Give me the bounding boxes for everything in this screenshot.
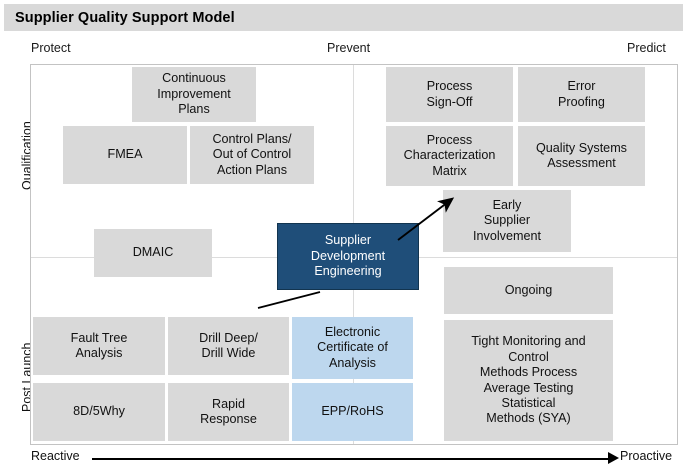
box-epp-rohs[interactable]: EPP/RoHS [292, 383, 413, 441]
box-tight-monitoring-and-control[interactable]: Tight Monitoring and Control Methods Pro… [444, 320, 613, 441]
box-electronic-certificate-of-analysis[interactable]: Electronic Certificate of Analysis [292, 317, 413, 379]
column-header-protect: Protect [31, 41, 71, 55]
axis-label-proactive: Proactive [620, 449, 673, 463]
page-title: Supplier Quality Support Model [15, 9, 235, 26]
box-supplier-development-engineering[interactable]: Supplier Development Engineering [277, 223, 419, 290]
box-8d-5why[interactable]: 8D/5Why [33, 383, 165, 441]
axis-arrowhead-icon [608, 452, 619, 464]
box-fault-tree-analysis[interactable]: Fault Tree Analysis [33, 317, 165, 375]
box-rapid-response[interactable]: Rapid Response [168, 383, 289, 441]
box-control-plans-out-of-control-action-plans[interactable]: Control Plans/ Out of Control Action Pla… [190, 126, 314, 184]
axis-line [92, 458, 610, 460]
box-continuous-improvement-plans[interactable]: Continuous Improvement Plans [132, 67, 256, 122]
box-fmea[interactable]: FMEA [63, 126, 187, 184]
title-bar: Supplier Quality Support Model [4, 4, 683, 31]
box-drill-deep-drill-wide[interactable]: Drill Deep/ Drill Wide [168, 317, 289, 375]
column-header-predict: Predict [627, 41, 666, 55]
box-process-sign-off[interactable]: Process Sign-Off [386, 67, 513, 122]
box-error-proofing[interactable]: Error Proofing [518, 67, 645, 122]
box-ongoing[interactable]: Ongoing [444, 267, 613, 314]
box-process-characterization-matrix[interactable]: Process Characterization Matrix [386, 126, 513, 186]
column-header-prevent: Prevent [327, 41, 371, 55]
box-dmaic[interactable]: DMAIC [94, 229, 212, 277]
axis-label-reactive: Reactive [31, 449, 80, 463]
box-early-supplier-involvement[interactable]: Early Supplier Involvement [443, 190, 571, 252]
box-quality-systems-assessment[interactable]: Quality Systems Assessment [518, 126, 645, 186]
